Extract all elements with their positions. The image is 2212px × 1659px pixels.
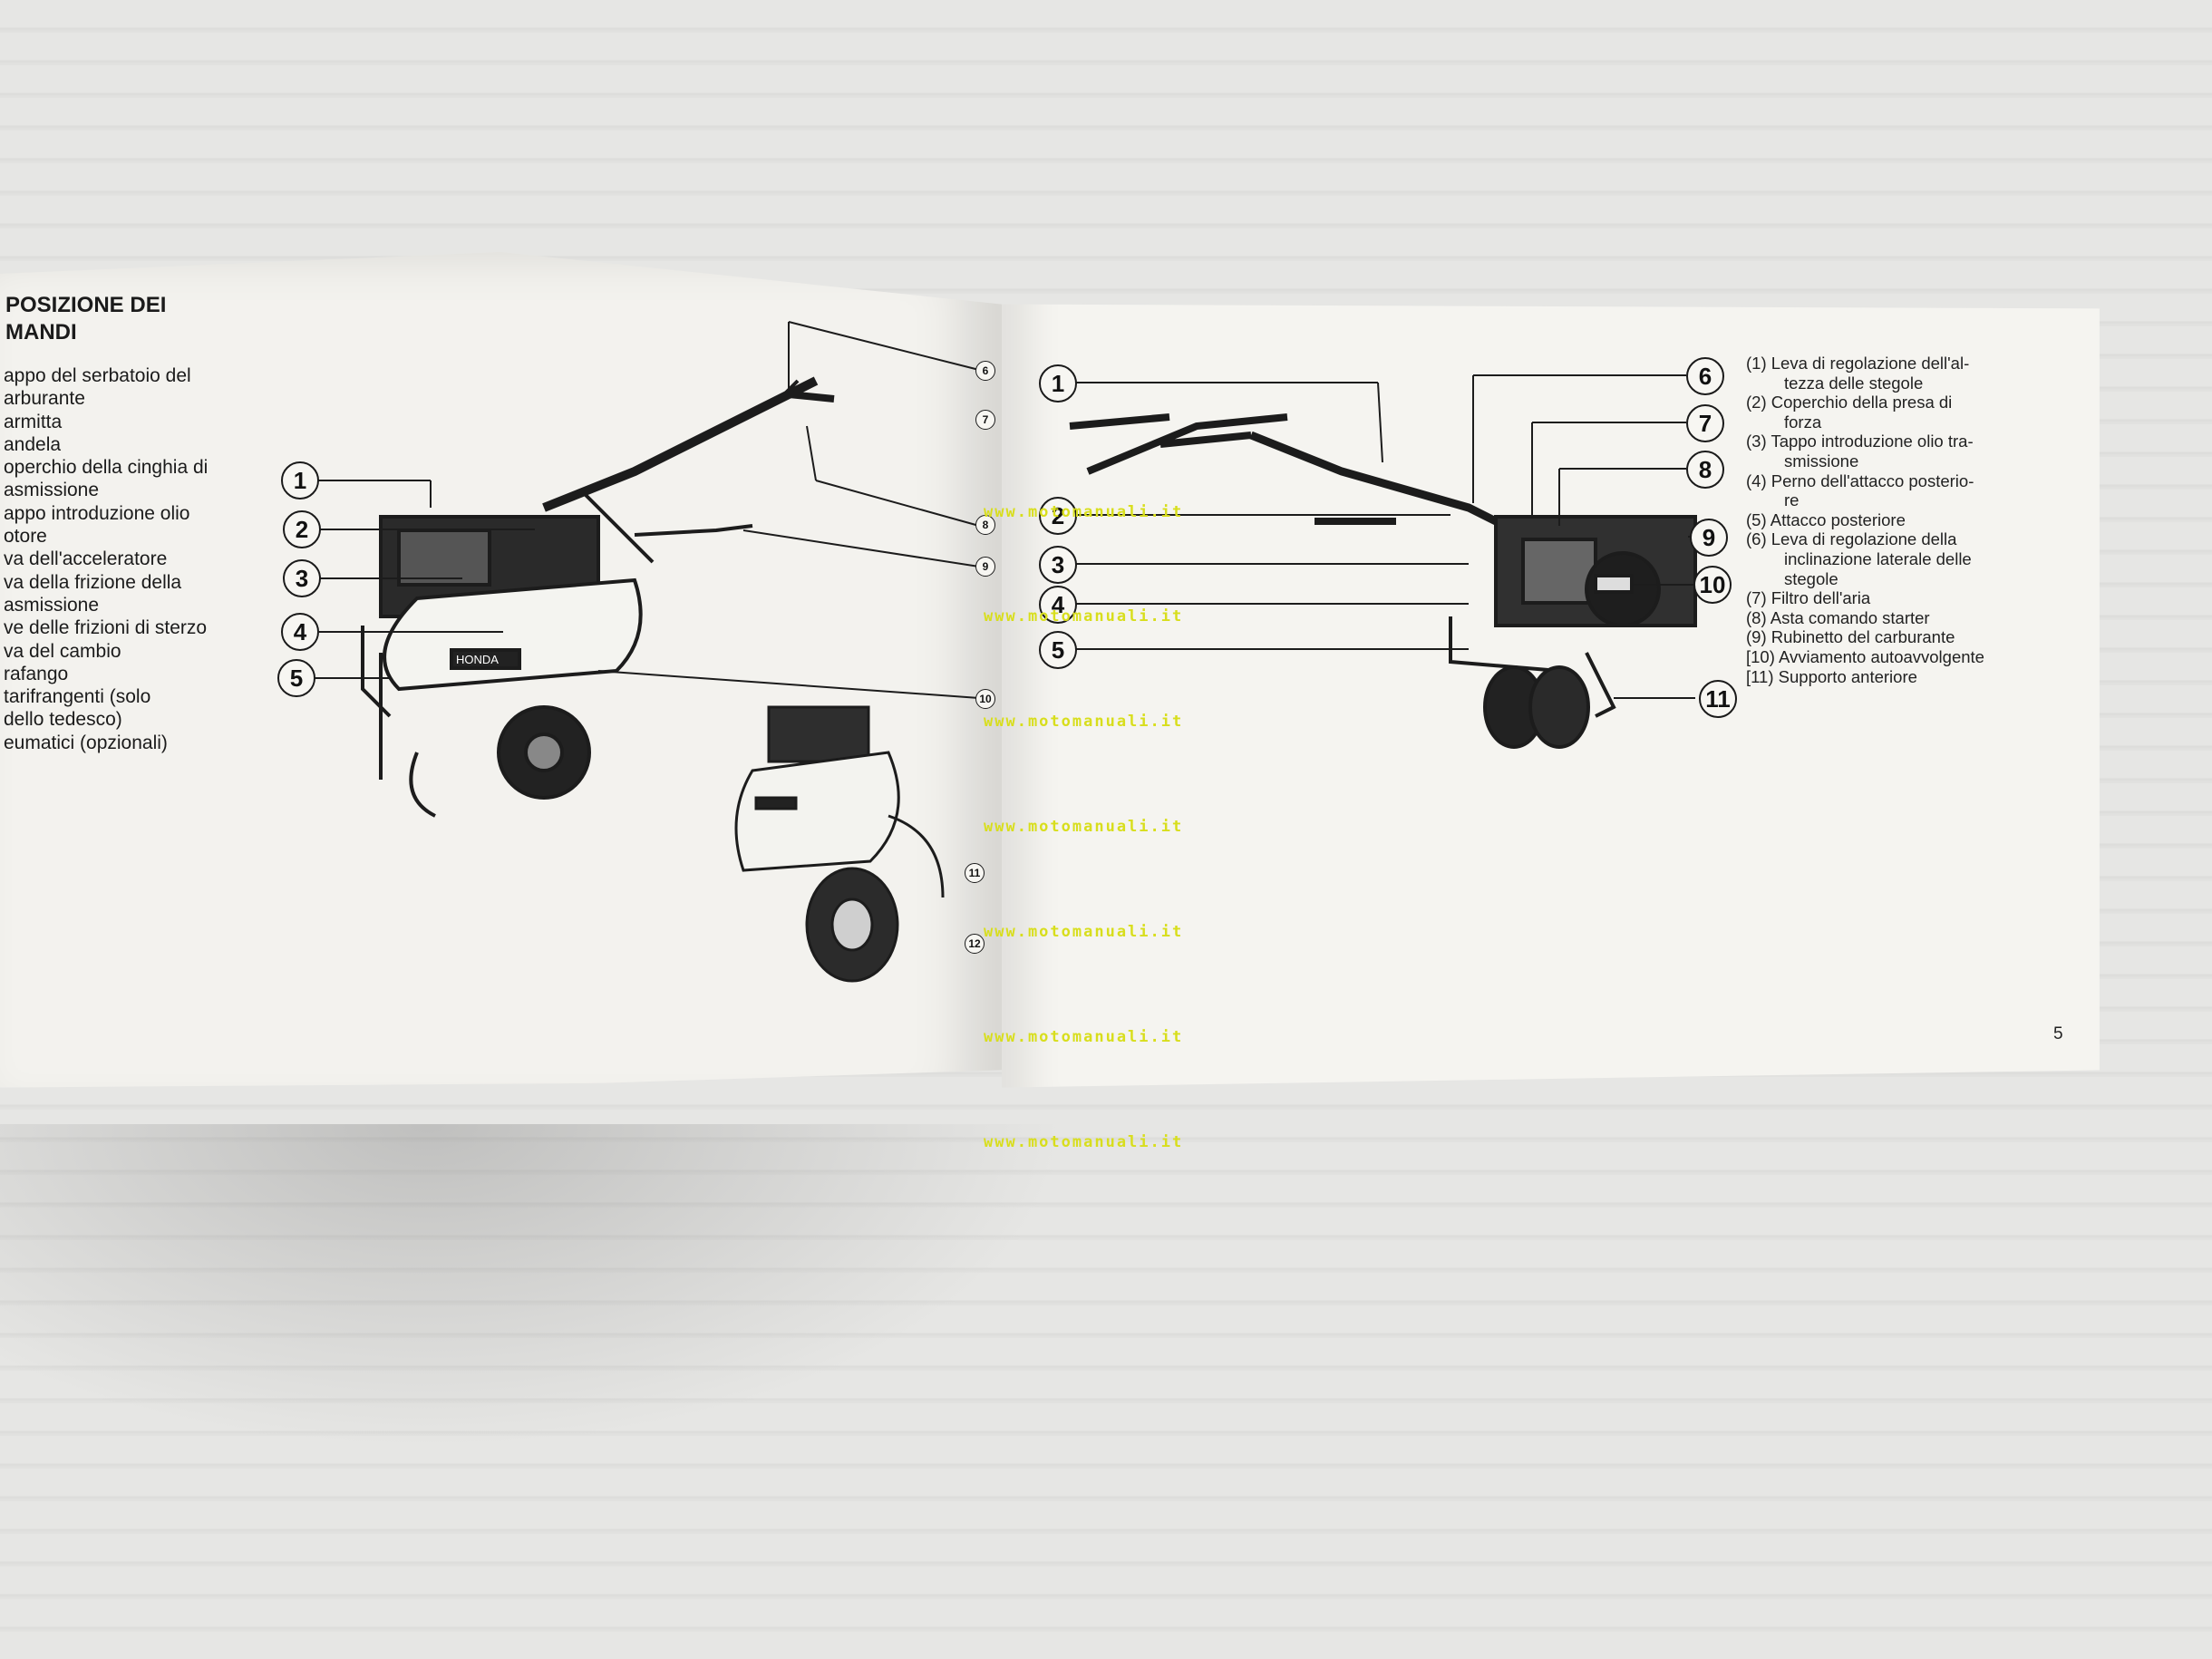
list-item: forza	[1784, 412, 1822, 432]
list-item: (6) Leva di regolazione della	[1746, 529, 1957, 549]
callout-5-right: 5	[1039, 631, 1077, 669]
list-item: (9) Rubinetto del carburante	[1746, 627, 1955, 647]
list-item: (8) Asta comando starter	[1746, 607, 1930, 627]
list-item: andela	[4, 433, 62, 455]
watermark: www.motomanuali.it	[984, 818, 1184, 836]
callout-8-right: 8	[1686, 451, 1724, 489]
list-item: inclinazione laterale delle	[1784, 548, 1972, 568]
list-item: eumatici (opzionali)	[4, 732, 168, 753]
honda-badge: HONDA	[456, 653, 499, 666]
callout-4-left: 4	[281, 613, 319, 651]
list-item: [11) Supporto anteriore	[1746, 666, 1917, 686]
list-item: va del cambio	[4, 640, 121, 662]
callout-5-left: 5	[277, 659, 315, 697]
tiller-illustration-left: HONDA	[361, 376, 835, 818]
list-item: (1) Leva di regolazione dell'al-	[1746, 354, 1970, 373]
booklet-shadow	[0, 1124, 1070, 1450]
list-item: (4) Perno dell'attacco posterio-	[1746, 471, 1974, 490]
list-item: stegole	[1784, 568, 1838, 588]
list-item: arburante	[4, 388, 85, 410]
callout-3-left: 3	[283, 559, 321, 597]
list-item: dello tedesco)	[4, 709, 122, 731]
watermark: www.motomanuali.it	[984, 503, 1184, 521]
list-item: rafango	[4, 663, 69, 684]
tiller-illustration-right	[1069, 413, 1697, 749]
callout-6-left: 6	[975, 361, 995, 381]
callout-12-left: 12	[965, 934, 985, 954]
callout-8-left: 8	[975, 515, 995, 535]
list-item: (3) Tappo introduzione olio tra-	[1746, 432, 1974, 451]
list-item: smissione	[1784, 451, 1859, 471]
watermark: www.motomanuali.it	[984, 1028, 1184, 1046]
callout-2-right: 2	[1039, 497, 1077, 535]
callout-2-left: 2	[283, 510, 321, 548]
callout-3-right: 3	[1039, 546, 1077, 584]
heading-line-2: MANDI	[5, 320, 77, 344]
list-item: (5) Attacco posteriore	[1746, 509, 1906, 529]
list-item: va dell'acceleratore	[4, 548, 168, 570]
callout-9-right: 9	[1690, 519, 1728, 557]
callout-11-left: 11	[965, 863, 985, 883]
list-item: re	[1784, 490, 1800, 510]
callout-10-right: 10	[1693, 566, 1732, 604]
leader-lines-left	[314, 321, 980, 699]
list-item: otore	[4, 526, 47, 548]
callout-10-left: 10	[975, 689, 995, 709]
callout-1-left: 1	[281, 461, 319, 500]
watermark: www.motomanuali.it	[984, 1133, 1184, 1151]
list-item: asmissione	[4, 480, 100, 501]
right-parts-list: (1) Leva di regolazione dell'al- tezza d…	[1746, 354, 2034, 686]
callout-11-right: 11	[1699, 680, 1737, 718]
watermark: www.motomanuali.it	[984, 607, 1184, 626]
leader-lines-right	[1076, 374, 1695, 699]
callout-9-left: 9	[975, 557, 995, 577]
list-item: appo del serbatoio del	[4, 365, 191, 386]
list-item: (7) Filtro dell'aria	[1746, 588, 1871, 608]
callout-4-right: 4	[1039, 586, 1077, 624]
list-item: tarifrangenti (solo	[4, 686, 151, 708]
callout-7-right: 7	[1686, 404, 1724, 442]
list-item: tezza delle stegole	[1784, 373, 1924, 393]
list-item: [10) Avviamento autoavvolgente	[1746, 646, 1984, 666]
callout-6-right: 6	[1686, 357, 1724, 395]
list-item: asmissione	[4, 594, 100, 616]
callout-1-right: 1	[1039, 364, 1077, 403]
list-item: (2) Coperchio della presa di	[1746, 393, 1953, 412]
callout-7-left: 7	[975, 410, 995, 430]
list-item: appo introduzione olio	[4, 502, 190, 524]
list-item: va della frizione della	[4, 571, 182, 593]
list-item: ve delle frizioni di sterzo	[4, 617, 208, 639]
watermark: www.motomanuali.it	[984, 923, 1184, 941]
page-number: 5	[2053, 1024, 2063, 1043]
watermark: www.motomanuali.it	[984, 713, 1184, 731]
list-item: armitta	[4, 411, 63, 432]
left-parts-list: appo del serbatoio del arburante armitta…	[4, 364, 208, 754]
page-heading: POSIZIONE DEI MANDI	[5, 292, 166, 346]
list-item: operchio della cinghia di	[4, 457, 209, 479]
tiller-illustration-small	[734, 705, 945, 983]
heading-line-1: POSIZIONE DEI	[5, 293, 167, 317]
